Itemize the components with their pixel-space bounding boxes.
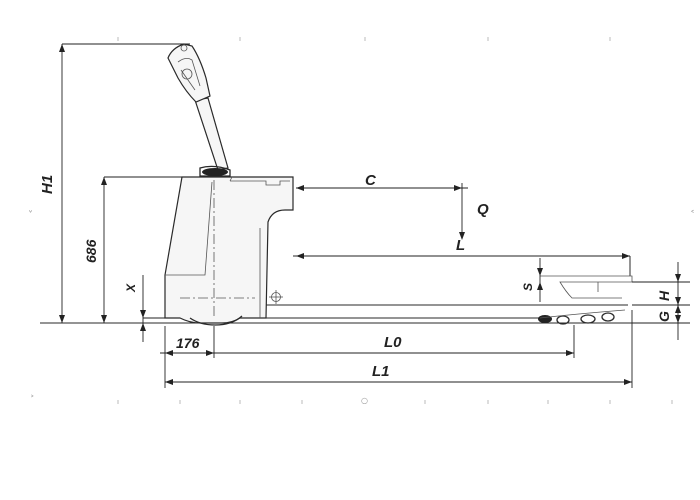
dimension-h-g (632, 262, 690, 340)
label-q: Q (477, 201, 489, 218)
label-s: S (521, 283, 535, 291)
label-686: 686 (83, 239, 99, 263)
tiller-handle (167, 43, 231, 177)
label-h1: H1 (39, 175, 56, 194)
dimension-s (537, 258, 543, 302)
label-l1: L1 (372, 363, 390, 380)
label-176: 176 (176, 335, 200, 351)
border-ticks (117, 37, 673, 404)
center-circle-mark: ○ (361, 396, 368, 405)
dimension-l1 (165, 310, 633, 388)
dimension-l (296, 253, 630, 259)
label-h: H (656, 290, 672, 301)
label-x: X (124, 283, 138, 293)
dimension-686 (101, 176, 182, 323)
bottom-chevron-mark: ˃ (30, 394, 35, 405)
label-c: C (365, 172, 377, 189)
left-chevron-mark: ˅ (28, 209, 33, 221)
label-l0: L0 (384, 334, 402, 351)
label-g: G (656, 311, 672, 322)
dimension-l0 (214, 325, 575, 358)
dimension-c (296, 183, 468, 240)
load-rollers (538, 309, 626, 325)
dimension-h1 (59, 43, 190, 323)
right-chevron-mark: ˂ (690, 209, 695, 221)
truck-chassis (164, 176, 294, 326)
dimension-x (140, 275, 165, 342)
fork-assembly (266, 255, 633, 325)
label-l: L (456, 237, 465, 254)
